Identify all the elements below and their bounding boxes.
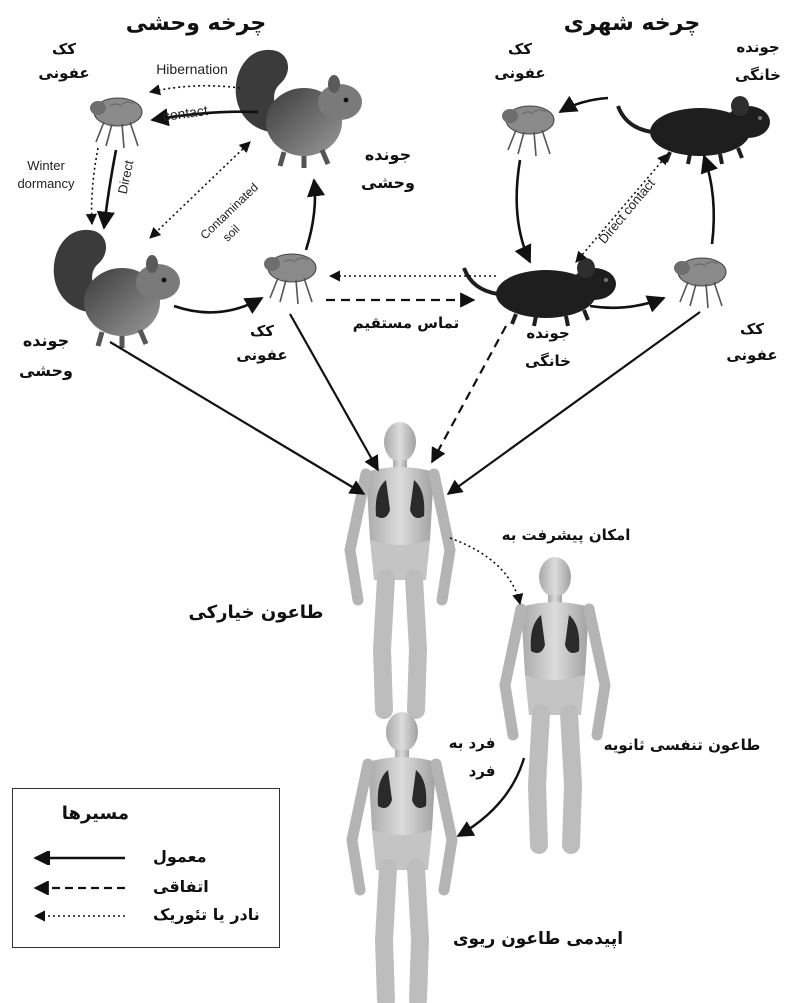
urban-flea-top-label-2: عفونی: [494, 64, 545, 82]
human-secondary-icon: [505, 557, 605, 845]
urban-rat-center-label-1: جونده: [526, 324, 569, 342]
center-flea-label-2: عفونی: [236, 346, 287, 364]
person-to-person-label-1: فرد به: [449, 734, 496, 752]
wild-rodent-top-label-2: وحشی: [361, 173, 415, 192]
urban-rat-top-label-2: خانگی: [735, 66, 781, 84]
legend-dashed-label: اتفاقی: [153, 877, 209, 896]
legend-title: مسیرها: [62, 803, 129, 824]
legend-item-dashed: اتفاقی: [29, 877, 269, 901]
wild-rodent-left-label-1: جونده: [23, 331, 69, 350]
epidemic-label: اپیدمی طاعون ریوی: [453, 929, 623, 949]
center-flea-label-1: کک: [250, 322, 274, 340]
direct-contact-fa-label: تماس مستقیم: [353, 314, 460, 332]
flea-to-wild-rodent-arrow: [306, 180, 315, 250]
wild-rodent-left-icon: [54, 230, 180, 348]
legend: مسیرها معمول اتفاقی نادر یا تئوریک: [12, 788, 280, 948]
secondary-pneumonic-label: طاعون تنفسی ثانویه: [604, 736, 761, 754]
center-flea-icon: [264, 254, 316, 304]
urban-flea-right-label-1: کک: [740, 320, 764, 338]
wild-cycle-title: چرخه وحشی: [126, 11, 267, 36]
legend-dashed-line-icon: [29, 881, 129, 895]
hibernation-arrow: [150, 86, 240, 92]
wild-rodent-to-flea-arrow: [174, 298, 262, 312]
flea-right-to-rat-arrow: [704, 156, 714, 244]
direct-wild-arrow: [104, 150, 116, 228]
urban-rat-center-label-2: خانگی: [525, 352, 571, 370]
person-to-person-label-2: فرد: [469, 762, 496, 780]
legend-solid-label: معمول: [153, 847, 207, 866]
direct-wild-label: Direct: [115, 159, 137, 196]
urban-rat-center-icon: [464, 258, 616, 326]
urban-flea-right-icon: [674, 258, 726, 308]
urban-rat-top-label-1: جونده: [736, 38, 779, 56]
legend-solid-line-icon: [29, 851, 129, 865]
bubonic-label: طاعون خیارکی: [188, 602, 323, 623]
contact-label: contact: [162, 102, 209, 124]
center-flea-to-human-arrow: [290, 314, 378, 470]
human-bubonic-icon: [350, 422, 450, 710]
human-epidemic-icon: [352, 712, 452, 1000]
hibernation-label: Hibernation: [156, 61, 228, 77]
urban-flea-to-rat-arrow: [517, 160, 530, 262]
contaminated-soil-arrow: [150, 142, 250, 238]
direct-contact-label: Direct contact: [595, 176, 658, 247]
progression-label: امکان پیشرفت به: [502, 526, 631, 545]
wild-rodent-left-label-2: وحشی: [19, 361, 73, 380]
wild-rodent-top-icon: [236, 50, 362, 168]
urban-rat-to-human-arrow: [432, 326, 506, 462]
legend-item-solid: معمول: [29, 847, 269, 871]
urban-flea-to-human-arrow: [448, 312, 700, 494]
legend-item-dotted: نادر یا تئوریک: [29, 905, 269, 929]
urban-cycle-title: چرخه شهری: [564, 11, 700, 36]
dormancy-label: dormancy: [17, 176, 75, 191]
winter-dormancy-arrow: [92, 148, 98, 224]
urban-rat-to-flea-right-arrow: [590, 298, 664, 308]
urban-flea-top-label-1: کک: [508, 40, 532, 58]
wild-flea-top-icon: [90, 98, 142, 148]
wild-rodent-to-human-arrow: [110, 342, 364, 494]
urban-flea-right-label-2: عفونی: [726, 346, 777, 364]
urban-flea-top-icon: [502, 106, 554, 156]
legend-dotted-label: نادر یا تئوریک: [153, 905, 260, 924]
wild-flea-top-label-1: کک: [52, 40, 76, 58]
progression-arrow: [450, 538, 520, 604]
winter-label: Winter: [27, 158, 65, 173]
legend-dotted-line-icon: [29, 909, 129, 923]
wild-flea-top-label-2: عفونی: [38, 64, 89, 82]
urban-rat-top-icon: [618, 96, 770, 164]
wild-rodent-top-label-1: جونده: [365, 145, 411, 164]
urban-rat-to-flea-arrow: [560, 98, 608, 112]
